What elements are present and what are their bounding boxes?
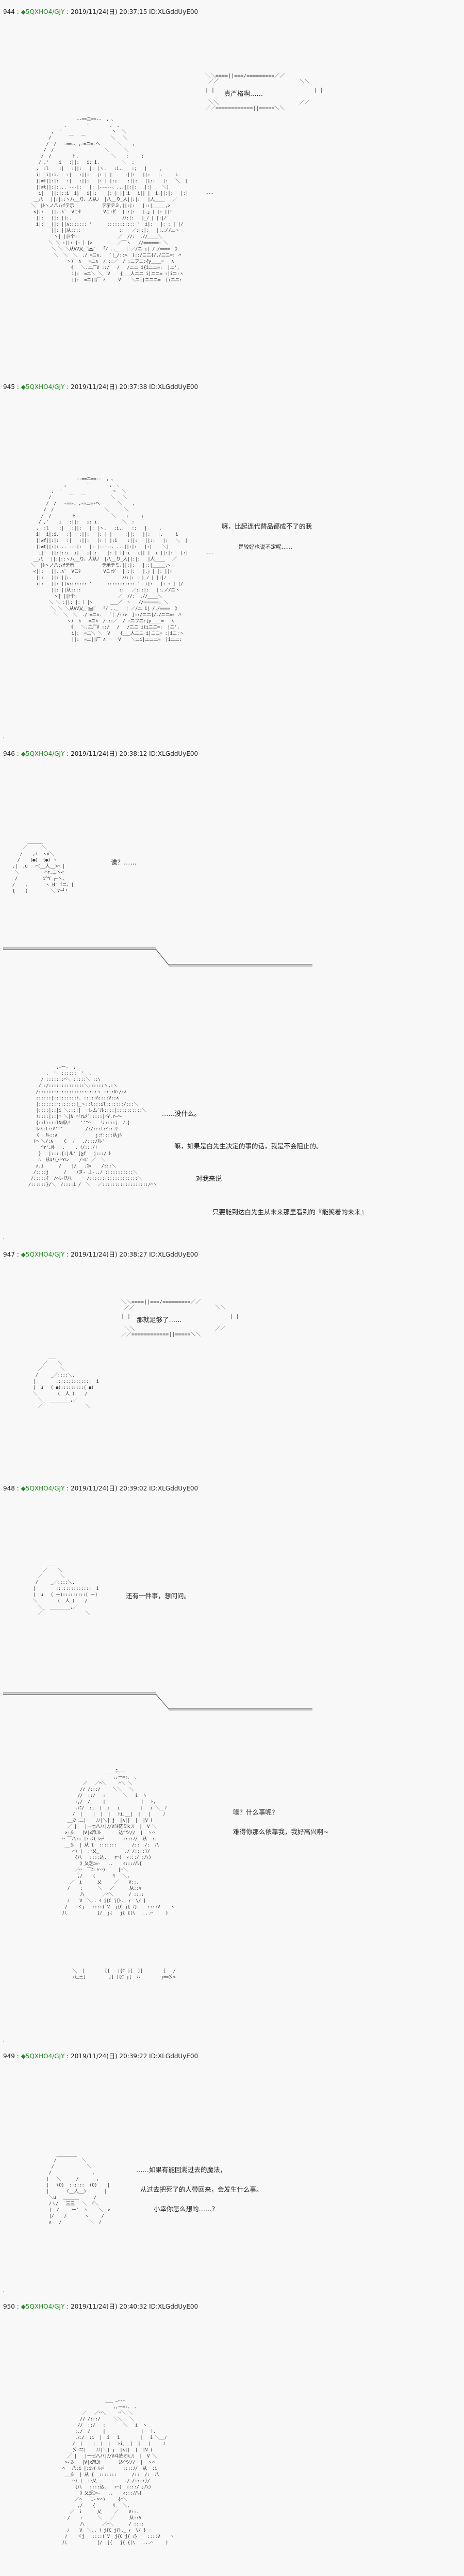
tripcode: ◆5QXHO4/GJY: [21, 1485, 65, 1492]
dot: ': [3, 1238, 5, 1242]
post-number: 946: [3, 750, 15, 757]
post-number: 947: [3, 1251, 15, 1258]
speech-frame: ＼＼====||===/=========／／ ／／ ＼＼ | | | | ＼＼…: [121, 1299, 239, 1341]
post-date: 2019/11/24(日) 20:37:15: [71, 8, 147, 15]
frame-mid: | | | |: [121, 1314, 239, 1319]
dialogue-line: ……如果有能回溯过去的魔法，: [136, 2166, 227, 2174]
dialogue-line: 诶？……: [111, 858, 137, 866]
dialogue-line: 噢？什么事呢？: [233, 1808, 278, 1816]
ascii-art-girl-hat: -‐==ニ==‐- , 、 , ' , 、 , ' ヽ ＼ / ￣ ￣ ＼ ＼ …: [30, 117, 214, 283]
post-date: 2019/11/24(日) 20:40:32: [71, 2303, 147, 2310]
frame-bottom: ＼＼ ／／ ／／============||=====＼＼: [121, 1326, 226, 1337]
post-header-946: 946 : ◆5QXHO4/GJY : 2019/11/24(日) 20:38:…: [3, 750, 198, 757]
post-header-950: 950 : ◆5QXHO4/GJY : 2019/11/24(日) 20:40:…: [3, 2303, 198, 2310]
ascii-art-girl-hair: ___ ﾆ--- ,,ー=:、 、 ／ ／⌒＼ ⌒＼ ＼ // /:::/ ＼＼…: [62, 2398, 175, 2546]
dialogue-line: 对我来说: [196, 1175, 222, 1182]
dialogue-line: 嘛，如果是白先生决定的事的话，我是不会阻止的。: [174, 1142, 323, 1150]
tripcode: ◆5QXHO4/GJY: [21, 2053, 65, 2060]
scene-divider: [3, 947, 312, 967]
dot: ': [3, 2040, 5, 2045]
frame-bottom: ＼＼ ／／ ／／============||=====＼＼: [205, 100, 310, 111]
post-id: ID:XLGddUyE00: [149, 8, 198, 15]
post-number: 950: [3, 2303, 15, 2310]
scene-divider: [3, 1692, 312, 1710]
dialogue-line: ……没什么。: [162, 1110, 201, 1117]
post-id: ID:XLGddUyE00: [149, 1485, 198, 1492]
tripcode: ◆5QXHO4/GJY: [21, 2303, 65, 2310]
post-id: ID:XLGddUyE00: [149, 383, 198, 391]
dialogue-line: 还有一件事，想问问。: [126, 1592, 191, 1600]
post-header-947: 947 : ◆5QXHO4/GJY : 2019/11/24(日) 20:38:…: [3, 1251, 198, 1258]
post-id: ID:XLGddUyE00: [149, 2303, 198, 2310]
post-id: ID:XLGddUyE00: [149, 750, 198, 757]
post-number: 944: [3, 8, 15, 15]
post-date: 2019/11/24(日) 20:39:02: [71, 1485, 147, 1492]
ascii-art-girl-hat: -‐==ニ==‐- , 、 , ' , 、 , ' ヽ ＼ / ￣ ￣ ＼ ＼ …: [30, 477, 214, 642]
post-date: 2019/11/24(日) 20:39:22: [71, 2053, 147, 2060]
post-number: 948: [3, 1485, 15, 1492]
dialogue-line: 难得你那么依靠我，我好高兴啊~: [233, 1828, 329, 1836]
dialogue-line: 嘛，比起连代替品都成不了的我: [222, 522, 312, 530]
post-date: 2019/11/24(日) 20:38:12: [71, 750, 147, 757]
dot: ': [3, 2291, 5, 2295]
post-number: 949: [3, 2053, 15, 2060]
speech-frame: ＼＼====||===/=========／／ ／／ ＼＼ | | | | ＼＼…: [205, 73, 323, 114]
frame-top: ＼＼====||===/=========／／ ／／ ＼＼: [205, 73, 310, 84]
dot: ': [3, 737, 5, 741]
tripcode: ◆5QXHO4/GJY: [21, 750, 65, 757]
post-header-949: 949 : ◆5QXHO4/GJY : 2019/11/24(日) 20:39:…: [3, 2053, 198, 2060]
post-date: 2019/11/24(日) 20:37:38: [71, 383, 147, 391]
dialogue-line: 只要能到达白先生从未来那里看到的『能笑着的未来』: [212, 1208, 368, 1216]
post-header-948: 948 : ◆5QXHO4/GJY : 2019/11/24(日) 20:39:…: [3, 1485, 198, 1492]
ascii-art-girl-hair-tail: ＼ | [{ j{C j{ ]] { / ﾉ辷三] ]] ){C j{ ﾉﾉ j…: [72, 1969, 176, 1980]
dialogue-line: 小幸你怎么想的……？: [154, 2205, 219, 2213]
dialogue-line: 真严格啊……: [224, 90, 263, 97]
dialogue-line: 是较好也说不定呢……: [238, 544, 292, 550]
post-number: 945: [3, 383, 15, 391]
dialogue-line: 从过去把死了的人带回来，会发生什么事。: [140, 2185, 263, 2193]
frame-top: ＼＼====||===/=========／／ ／／ ＼＼: [121, 1299, 226, 1311]
ascii-art-blob-serious: ________ / ＼ / ＼ / , | ＼ / , | (O) :::::…: [46, 2152, 110, 2225]
post-header-944: 944 : ◆5QXHO4/GJY : 2019/11/24(日) 20:37:…: [3, 8, 198, 15]
ascii-art-blob-shocked: ______ ／ ＼ / ,ﾉ ヽ∧＼ / (●) (●) ヽ .| .u ⌒(…: [12, 839, 74, 894]
ascii-art-girl-sad: ,-ー- , , ' :::::: ' 、 / :::::::⌒＼ :::::＼…: [28, 1065, 158, 1188]
frame-mid: | | | |: [205, 88, 323, 93]
tripcode: ◆5QXHO4/GJY: [21, 383, 65, 391]
ascii-art-blob-closed-eyes: ___ ／ ＼ ／ ＼ / _／::::＼. | :::::::::::::: …: [32, 1562, 99, 1616]
post-date: 2019/11/24(日) 20:38:27: [71, 1251, 147, 1258]
post-id: ID:XLGddUyE00: [149, 2053, 198, 2060]
ascii-art-girl-hair: ___ ﾆ--- ,,ー=:、 、 ／ ／⌒＼ ⌒＼ ＼ // /:::/ ＼＼…: [62, 1769, 175, 1916]
post-id: ID:XLGddUyE00: [149, 1251, 198, 1258]
tripcode: ◆5QXHO4/GJY: [21, 8, 65, 15]
post-header-945: 945 : ◆5QXHO4/GJY : 2019/11/24(日) 20:37:…: [3, 383, 198, 391]
dialogue-line: 那就足够了……: [137, 1316, 182, 1324]
tripcode: ◆5QXHO4/GJY: [21, 1251, 65, 1258]
ascii-art-blob-eyes: ___ ／ ＼ ／ ＼ / _／::::＼. | :::::::::::::: …: [32, 1354, 99, 1409]
